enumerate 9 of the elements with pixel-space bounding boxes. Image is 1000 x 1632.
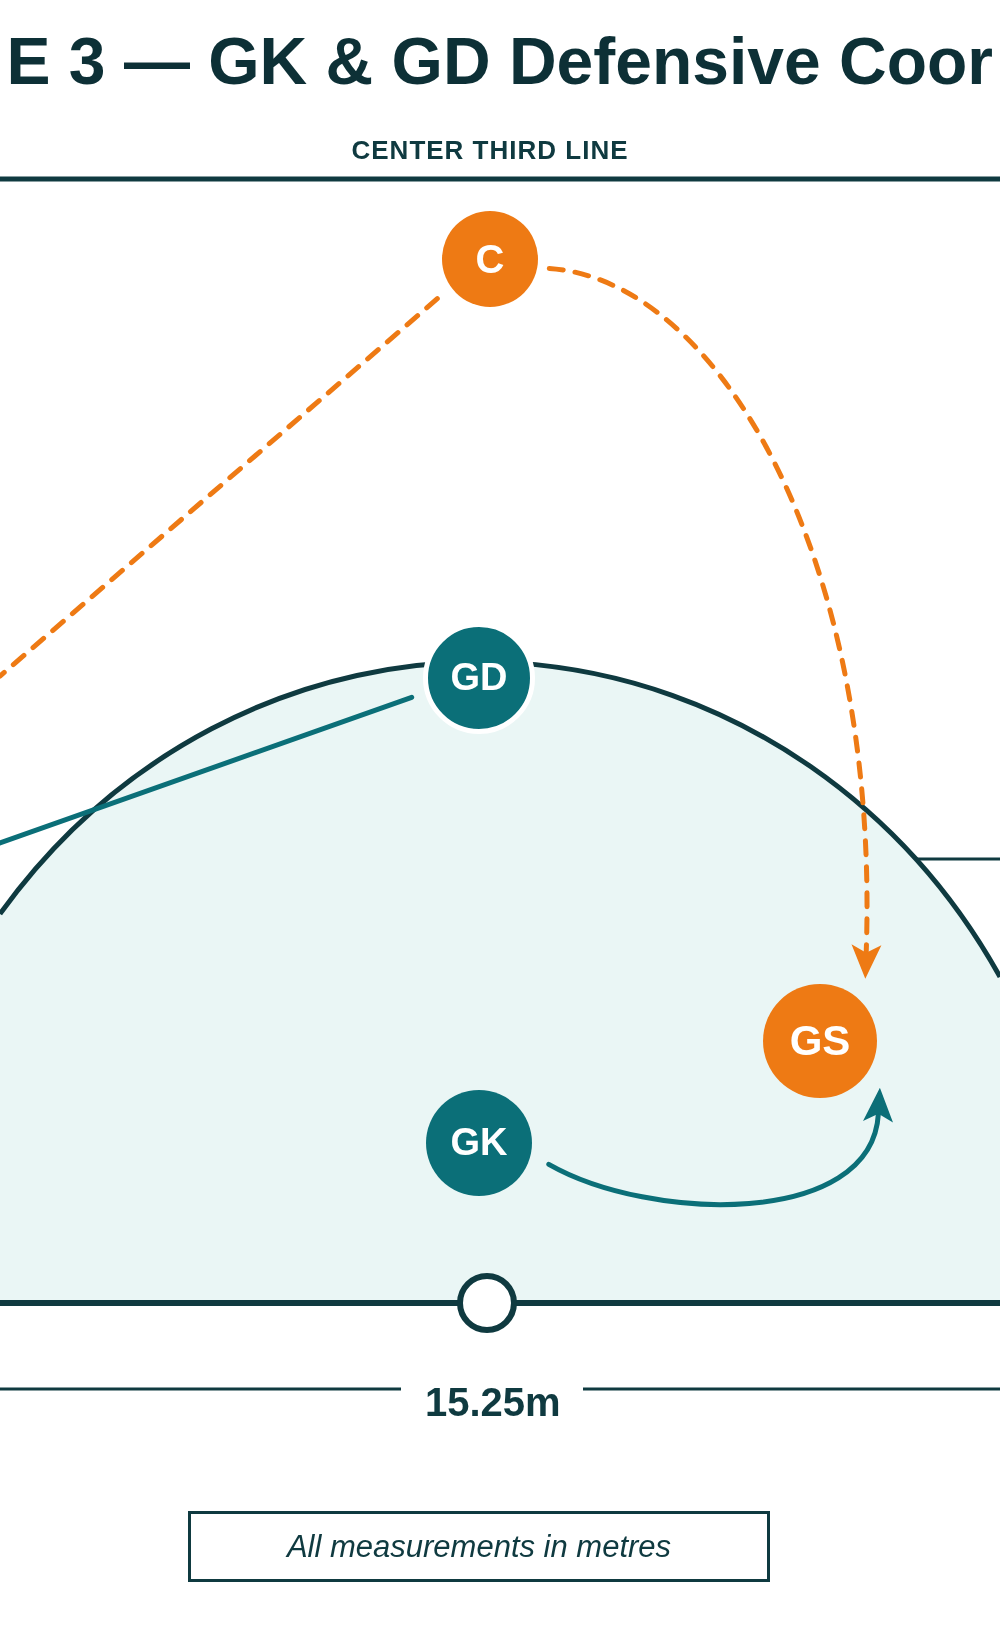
- player-token: C: [442, 211, 538, 307]
- arrow: [546, 1087, 893, 1208]
- dashed-arrow: [546, 265, 882, 979]
- dashed-line: [0, 296, 440, 679]
- line-label: CENTER THIRD LINE: [351, 136, 629, 166]
- dimension-label: 15.25m: [425, 1379, 561, 1425]
- line: [0, 694, 415, 846]
- note-box: All measurements in metres: [188, 1511, 770, 1582]
- title: E 3 — GK & GD Defensive Coor: [6, 24, 994, 100]
